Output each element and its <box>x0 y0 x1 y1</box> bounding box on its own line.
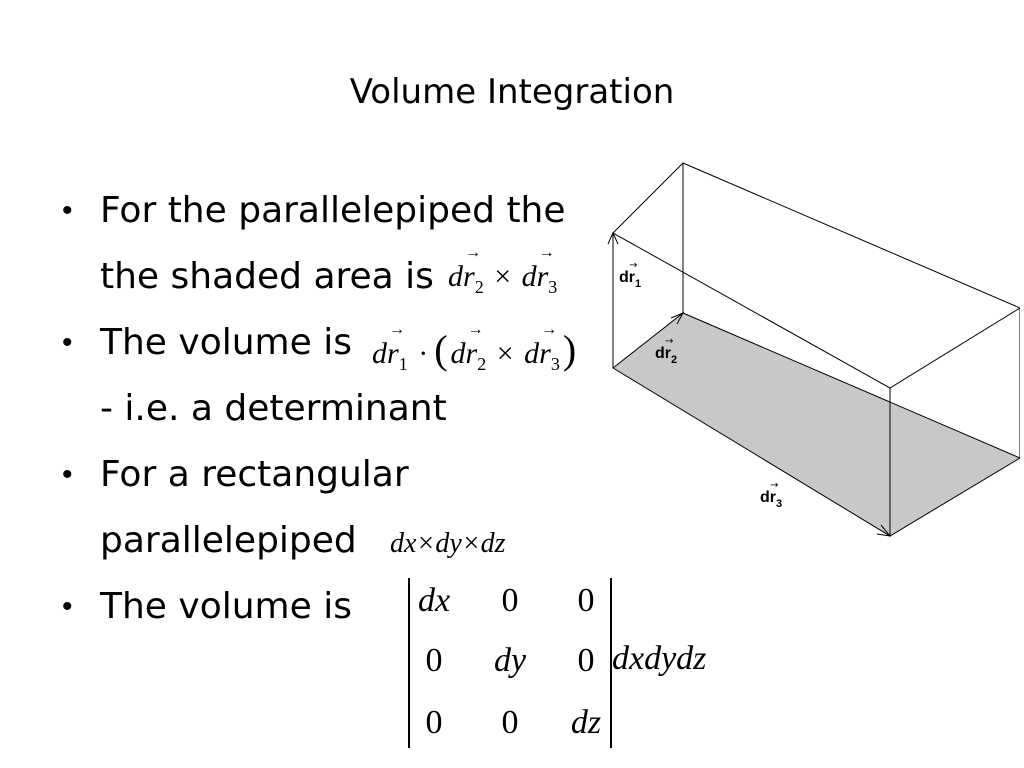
bullet-4-marker: • <box>62 590 73 623</box>
bullet-1-line-1: For the parallelepiped the <box>100 190 566 231</box>
math-r: r <box>465 337 478 370</box>
vector-r3: r→ <box>539 321 557 371</box>
label-dr3-sub: 3 <box>776 498 782 510</box>
bullet-2-line-1: The volume is <box>100 322 352 363</box>
cross-operator: × <box>494 260 512 293</box>
det-cell-1-1: dx <box>417 582 451 619</box>
subscript-1: 1 <box>398 354 408 374</box>
determinant-multiplier: dxdydz <box>612 640 707 677</box>
vector-arrow: → <box>467 321 484 338</box>
vector-r3: r→ <box>536 244 555 294</box>
bullet-4-line-1: The volume is <box>100 586 352 627</box>
rectangular-volume-expression: dx×dy×dz <box>390 528 506 559</box>
bullet-3-line-1: For a rectangular <box>100 454 409 495</box>
math-r: r <box>387 337 399 370</box>
label-dr3-text: dr <box>760 489 776 506</box>
determinant-matrix: dx 0 0 0 dy 0 0 0 dz <box>408 578 612 748</box>
dot-operator: · <box>418 337 429 370</box>
det-cell-2-1: 0 <box>425 642 443 679</box>
label-dr2-text: dr <box>655 345 671 362</box>
math-r: r <box>463 260 475 293</box>
bullet-3-line-2: parallelepiped <box>100 520 357 561</box>
det-cell-3-3: dz <box>570 704 602 741</box>
label-dr3-arrow: → <box>770 480 778 491</box>
det-cell-2-3: 0 <box>577 642 595 679</box>
cross-operator: × <box>496 337 514 370</box>
top-face <box>612 162 1020 389</box>
slide-title: Volume Integration <box>349 72 675 112</box>
vector-arrow: → <box>538 244 555 261</box>
right-paren: ) <box>562 327 577 372</box>
det-cell-3-1: 0 <box>425 704 443 741</box>
label-dr1-text: dr <box>619 269 635 286</box>
subscript-2: 2 <box>477 354 487 374</box>
arrow-r3 <box>876 524 892 537</box>
vector-r2: r→ <box>463 244 481 294</box>
bullet-3-marker: • <box>62 458 73 491</box>
bullet-2-marker: • <box>62 326 73 359</box>
bullet-2-line-2: - i.e. a determinant <box>100 388 447 429</box>
vector-arrow: → <box>465 244 481 261</box>
label-dr1: dr1 <box>619 269 641 290</box>
bullet-1-line-2: the shaded area is <box>100 256 434 297</box>
arrow-r1 <box>607 231 619 245</box>
label-dr1-arrow: → <box>629 260 637 271</box>
vector-arrow: → <box>389 321 405 338</box>
label-dr2-arrow: → <box>665 336 673 347</box>
subscript-3: 3 <box>548 277 558 297</box>
parallelepiped-diagram: dr1 dr2 dr3 → → → <box>607 162 1020 537</box>
math-r: r <box>536 260 549 293</box>
math-d: d <box>450 337 466 370</box>
shaded-area-expression: dr→2 × dr→3 <box>448 244 558 298</box>
math-d: d <box>372 337 387 370</box>
subscript-2: 2 <box>474 277 484 297</box>
vector-r2: r→ <box>465 321 484 371</box>
det-cell-1-3: 0 <box>577 582 595 619</box>
math-d: d <box>521 260 537 293</box>
vector-r1: r→ <box>387 321 405 371</box>
label-dr2: dr2 <box>655 345 677 366</box>
det-cell-1-2: 0 <box>501 582 519 619</box>
det-cell-3-2: 0 <box>501 704 519 741</box>
volume-triple-product: dr→1 ·(dr→2 × dr→3) <box>372 321 579 375</box>
subscript-3: 3 <box>550 354 560 374</box>
shaded-base-face <box>612 312 1020 537</box>
left-paren: ( <box>434 327 448 372</box>
math-r: r <box>539 337 551 370</box>
bullet-1-marker: • <box>62 194 73 227</box>
label-dr1-sub: 1 <box>635 278 641 290</box>
math-d: d <box>448 260 463 293</box>
label-dr2-sub: 2 <box>671 354 677 366</box>
arrow-r2 <box>670 311 685 325</box>
math-d: d <box>524 337 540 370</box>
label-dr3: dr3 <box>760 489 782 510</box>
det-cell-2-2: dy <box>493 642 527 679</box>
vector-arrow: → <box>541 321 558 338</box>
